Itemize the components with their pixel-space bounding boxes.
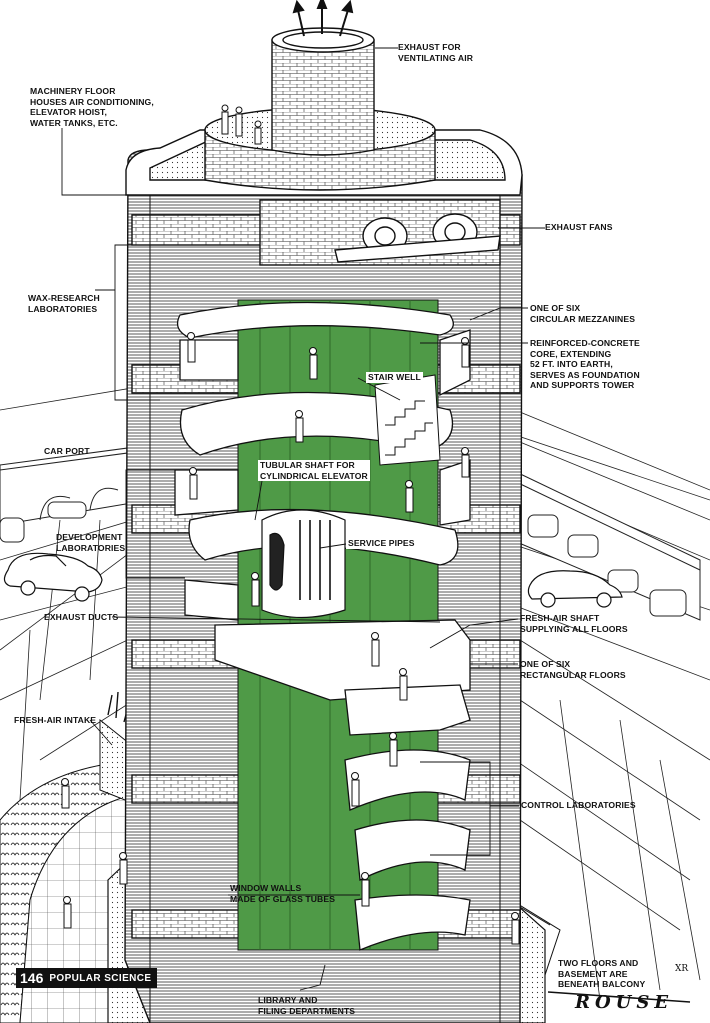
label-car-port: CAR PORT <box>44 446 90 456</box>
label-exhaust-fans: EXHAUST FANS <box>545 222 613 232</box>
label-basement: TWO FLOORS AND BASEMENT ARE BENEATH BALC… <box>558 958 646 989</box>
label-fresh-air-shaft: FRESH-AIR SHAFT SUPPLYING ALL FLOORS <box>520 613 628 634</box>
elevator-shaft <box>261 509 346 619</box>
ground-plaza <box>0 384 710 1001</box>
exhaust-fans <box>334 213 501 263</box>
artist-signature: ROUSE <box>575 992 674 1013</box>
service-pipes <box>299 520 331 600</box>
lab-figures <box>61 332 520 945</box>
label-core: REINFORCED-CONCRETE CORE, EXTENDING 52 F… <box>530 338 640 390</box>
label-rectangular-floors: ONE OF SIX RECTANGULAR FLOORS <box>520 659 626 680</box>
label-tubular-shaft: TUBULAR SHAFT FOR CYLINDRICAL ELEVATOR <box>258 460 370 481</box>
label-exhaust-air: EXHAUST FOR VENTILATING AIR <box>398 42 474 63</box>
label-library: LIBRARY AND FILING DEPARTMENTS <box>258 995 356 1016</box>
car-port-right <box>511 469 701 621</box>
magazine-name: POPULAR SCIENCE <box>49 972 152 984</box>
leader-lines <box>61 47 545 991</box>
label-fresh-air-intake: FRESH-AIR INTAKE <box>14 715 97 725</box>
car-right <box>527 570 623 608</box>
label-circular-mezzanines: ONE OF SIX CIRCULAR MEZZANINES <box>530 303 636 324</box>
label-exhaust-ducts: EXHAUST DUCTS <box>44 612 119 622</box>
label-service-pipes: SERVICE PIPES <box>346 538 417 549</box>
credit-mark: XR <box>675 964 689 974</box>
label-wax-research: WAX-RESEARCH LABORATORIES <box>28 293 100 314</box>
label-machinery-floor: MACHINERY FLOOR HOUSES AIR CONDITIONING,… <box>30 86 154 128</box>
signature-underline <box>547 991 691 1003</box>
roof-figures <box>221 104 262 145</box>
car-left <box>3 552 103 602</box>
page-number: 146 <box>20 970 44 986</box>
car-port-left <box>0 444 151 543</box>
stair-well <box>374 374 441 466</box>
label-development-labs: DEVELOPMENT LABORATORIES <box>56 532 126 553</box>
exhaust-arrows <box>292 0 354 37</box>
page-folio: 146 POPULAR SCIENCE <box>16 968 158 988</box>
label-stair-well: STAIR WELL <box>366 372 423 383</box>
label-window-walls: WINDOW WALLS MADE OF GLASS TUBES <box>230 883 336 904</box>
label-control-labs: CONTROL LABORATORIES <box>521 800 636 810</box>
